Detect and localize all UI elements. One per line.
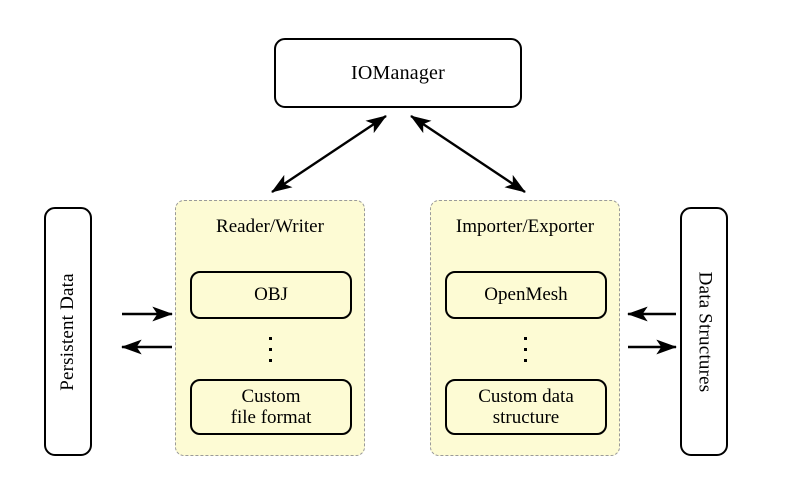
component-custom-data-structure: Custom data structure — [445, 379, 607, 435]
io-manager-node: IOManager — [274, 38, 522, 108]
component-custom-file-format: Custom file format — [190, 379, 352, 435]
component-obj: OBJ — [190, 271, 352, 319]
persistent-data-node: Persistent Data — [44, 207, 92, 456]
component-custom-file-format-label: Custom file format — [227, 386, 316, 429]
connector-manager-reader — [271, 115, 387, 193]
importer-exporter-title: Importer/Exporter — [455, 216, 595, 237]
component-openmesh-label: OpenMesh — [484, 284, 568, 306]
connector-manager-importer — [410, 115, 526, 193]
component-obj-label: OBJ — [254, 284, 288, 306]
importer-exporter-panel: Importer/Exporter OpenMesh Custom data s… — [430, 200, 620, 456]
component-custom-data-structure-label: Custom data structure — [474, 386, 578, 429]
custom-file-format-line-1: Custom — [241, 385, 301, 407]
component-openmesh: OpenMesh — [445, 271, 607, 319]
data-structures-label: Data Structures — [694, 271, 715, 392]
reader-writer-title: Reader/Writer — [216, 216, 324, 237]
persistent-data-label: Persistent Data — [57, 272, 79, 391]
custom-data-structure-line-2: structure — [492, 407, 560, 428]
io-manager-label: IOManager — [351, 61, 445, 84]
data-structures-node: Data Structures — [680, 207, 728, 456]
importer-exporter-ellipsis-icon — [431, 329, 619, 369]
reader-writer-ellipsis-icon — [176, 329, 364, 369]
custom-file-format-line-2: file format — [230, 407, 312, 428]
custom-data-structure-line-1: Custom data — [478, 385, 574, 407]
reader-writer-panel: Reader/Writer OBJ Custom file format — [175, 200, 365, 456]
